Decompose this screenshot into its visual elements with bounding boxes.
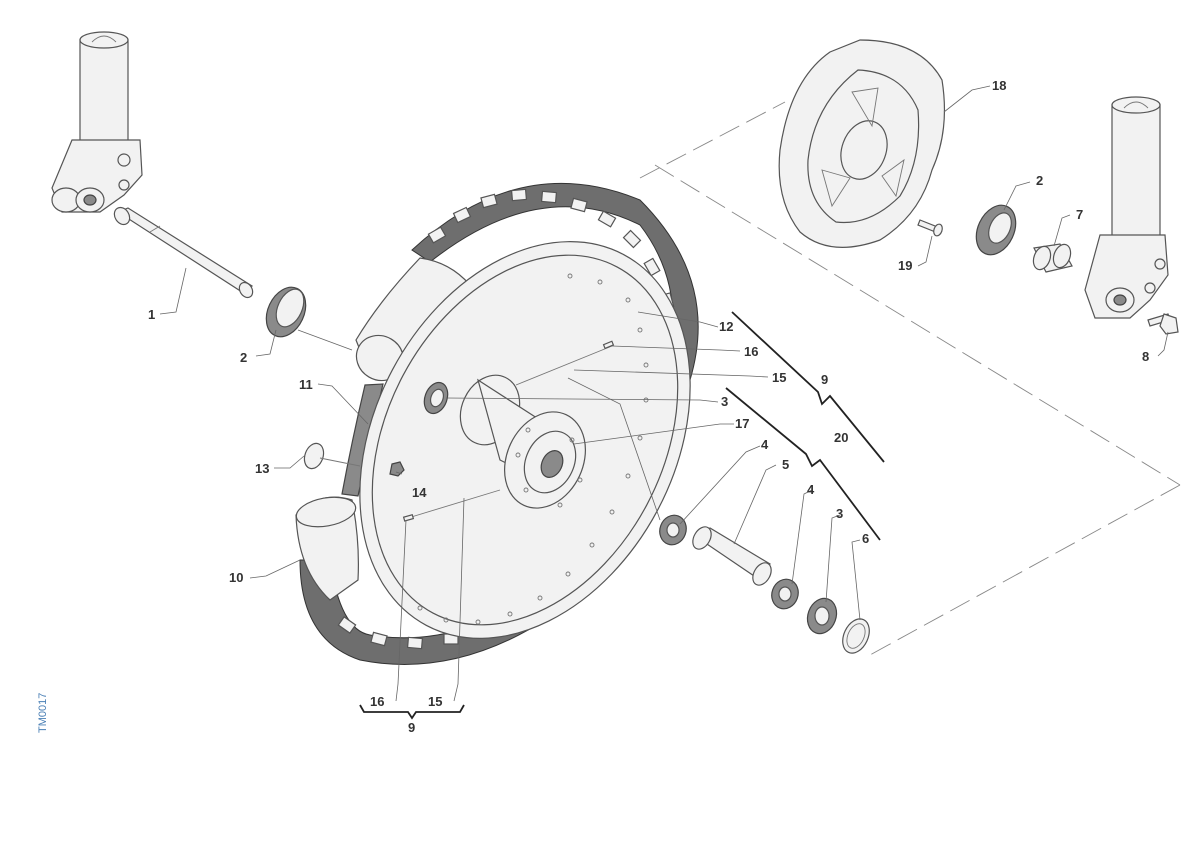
callout-labels: 1 2 2 3 3 4 4 5 6 7 8 9 9 10 11 12 13 14… xyxy=(148,78,1149,735)
callout-12: 12 xyxy=(719,319,733,334)
callout-17: 17 xyxy=(735,416,749,431)
callout-4-left: 4 xyxy=(761,437,769,452)
callout-7: 7 xyxy=(1076,207,1083,222)
circlip xyxy=(842,618,870,654)
wheel-spacer xyxy=(692,526,772,586)
callout-11: 11 xyxy=(299,377,313,392)
callout-10: 10 xyxy=(229,570,243,585)
callout-13: 13 xyxy=(255,461,269,476)
spokes xyxy=(407,345,613,519)
assembly-guide-lines xyxy=(639,101,1181,656)
callout-2-right: 2 xyxy=(1036,173,1043,188)
callout-4-right: 4 xyxy=(807,482,815,497)
callout-15-upper: 15 xyxy=(772,370,786,385)
right-fork-leg xyxy=(1084,96,1169,319)
spacer-washer-left xyxy=(659,514,687,546)
right-wheel-bearing xyxy=(806,597,838,635)
callout-1: 1 xyxy=(148,307,155,322)
right-spacer xyxy=(1032,243,1073,273)
callout-9-upper: 9 xyxy=(821,372,828,387)
braces xyxy=(359,311,885,720)
left-dust-seal xyxy=(265,286,307,338)
spoke-nipples xyxy=(402,340,615,522)
left-fork-leg xyxy=(51,31,143,213)
callout-2-left: 2 xyxy=(240,350,247,365)
callout-6: 6 xyxy=(862,531,869,546)
leader-lines xyxy=(159,85,1169,702)
pinch-bolt xyxy=(1147,313,1179,335)
disc-screw xyxy=(917,219,943,237)
valve-nut xyxy=(389,461,405,477)
callout-8: 8 xyxy=(1142,349,1149,364)
callout-16-upper: 16 xyxy=(744,344,758,359)
tyre-valve xyxy=(303,442,361,470)
left-wheel-bearing xyxy=(423,381,449,415)
callout-9-lower: 9 xyxy=(408,720,415,735)
callout-18: 18 xyxy=(992,78,1006,93)
callout-3-right: 3 xyxy=(836,506,843,521)
callout-15-lower: 15 xyxy=(428,694,442,709)
right-dust-seal xyxy=(975,204,1017,256)
callout-5: 5 xyxy=(782,457,789,472)
wheel-spindle xyxy=(113,206,254,299)
callout-16-lower: 16 xyxy=(370,694,384,709)
spacer-washer-right xyxy=(771,578,799,610)
callout-19: 19 xyxy=(898,258,912,273)
rim-spoke-holes xyxy=(417,273,649,625)
callout-3-left: 3 xyxy=(721,394,728,409)
reference-code: TM0017 xyxy=(37,693,49,733)
callout-14: 14 xyxy=(412,485,427,500)
callout-20: 20 xyxy=(834,430,848,445)
brake-disc xyxy=(778,39,946,248)
